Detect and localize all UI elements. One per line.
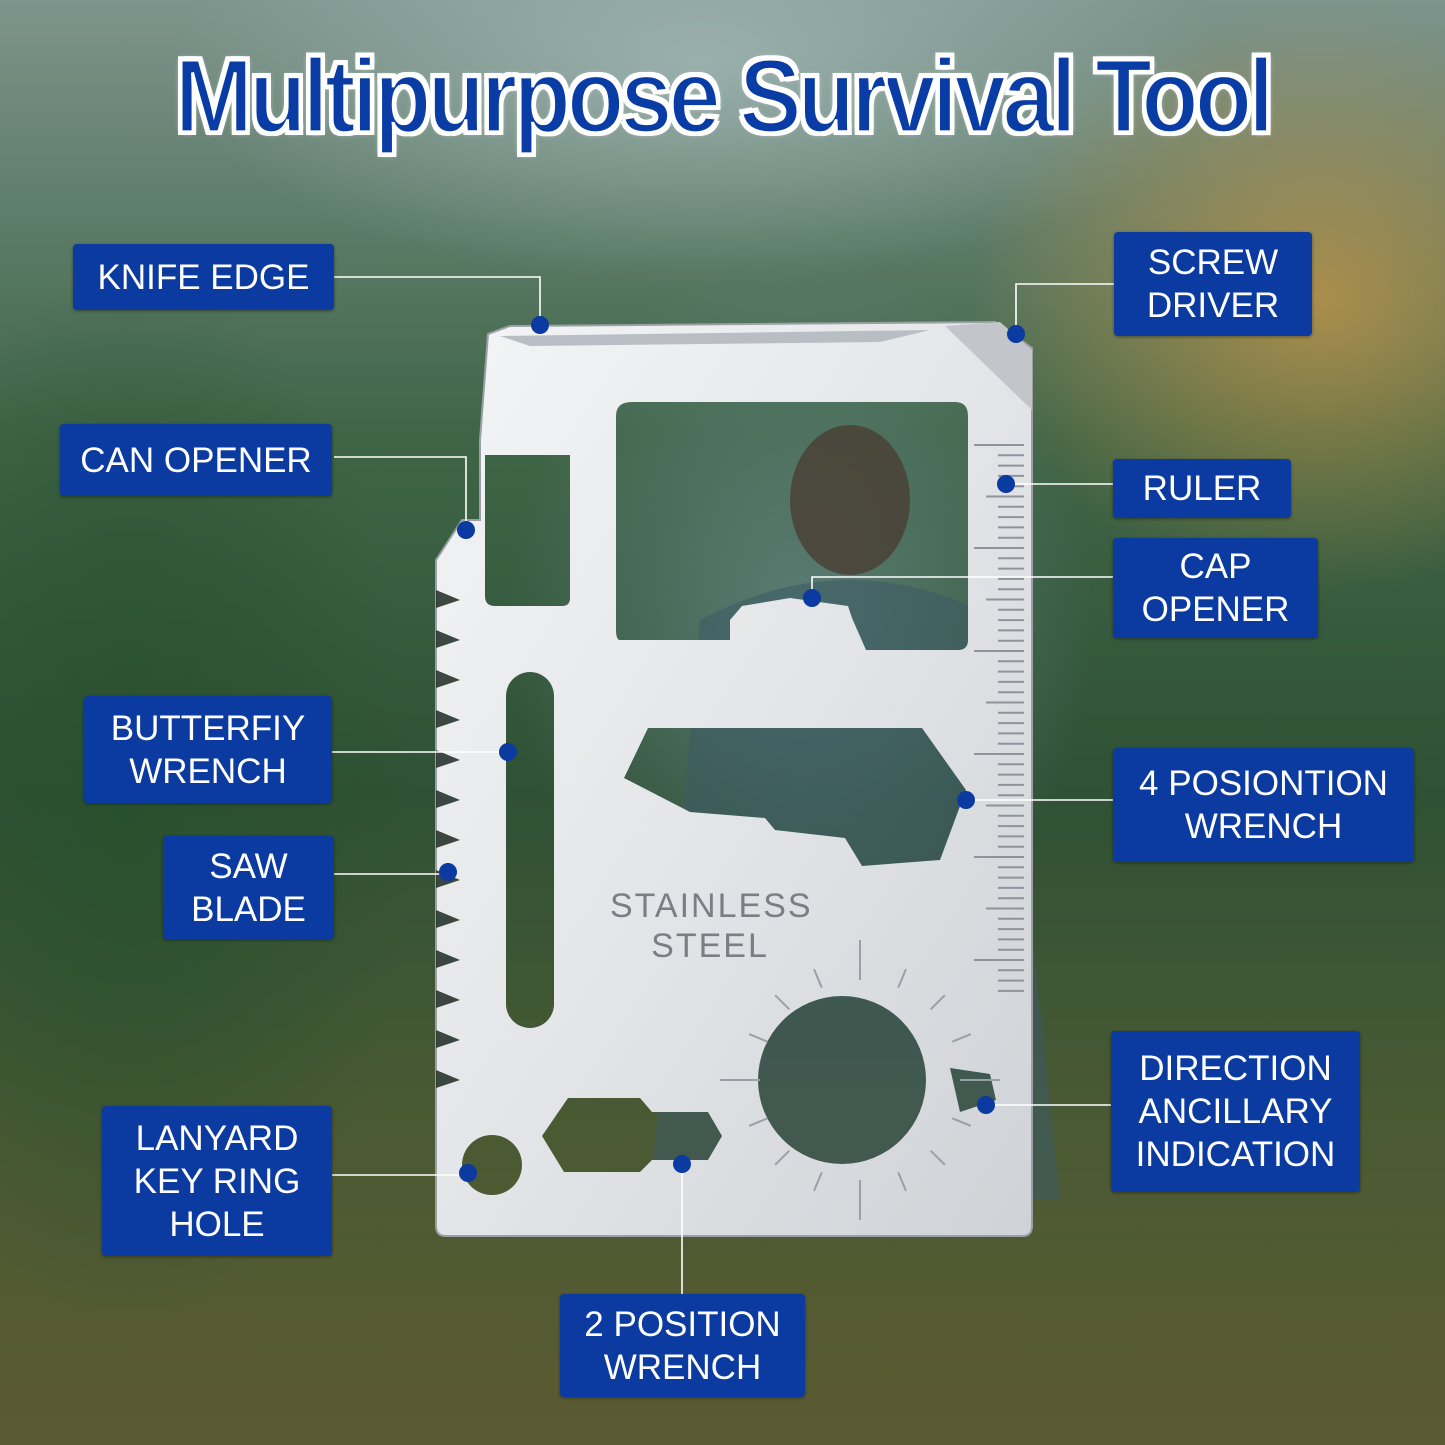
label-can-opener: CAN OPENER [60,424,332,496]
label-four-position-wrench: 4 POSIONTION WRENCH [1113,748,1414,862]
label-line: ANCILLARY [1138,1092,1333,1131]
leader-knife-edge [334,276,541,322]
compass-ray [748,1033,768,1043]
label-line: WRENCH [603,1347,762,1387]
label-line: SCREW [1147,243,1279,282]
label-saw-blade: SAW BLADE [163,836,334,939]
dot-butterfly-wrench [499,743,517,761]
compass-ray [952,1117,972,1127]
label-line: 2 POSITION [584,1304,781,1344]
compass-ray [930,1150,946,1166]
dot-screw-driver [1007,325,1025,343]
compass-ray [774,1150,790,1166]
compass-rays [720,940,1000,1220]
label-line: BLADE [191,889,306,929]
label-screw-driver: SCREW DRIVER [1114,232,1312,336]
label-line: KNIFE EDGE [97,257,310,297]
compass-ray [952,1033,972,1043]
compass-ray [748,1117,768,1127]
label-line: INDICATION [1135,1135,1336,1174]
ruler-ticks [974,444,1024,992]
label-line: CAN OPENER [80,440,312,480]
dot-lanyard-hole [459,1164,477,1182]
dot-saw-blade [439,863,457,881]
label-line: DIRECTION [1139,1049,1332,1088]
stamp-line-2: STEEL [651,927,769,965]
label-line: SAW [209,846,288,886]
label-line: BUTTERFIY [110,708,306,748]
label-line: 4 POSIONTION [1139,764,1388,803]
compass-ray [813,1172,823,1192]
dot-ruler [997,475,1015,493]
compass-ray [897,1172,907,1192]
label-line: RULER [1142,469,1262,508]
page-title: Multipurpose Survival Tool [173,35,1275,156]
label-direction-indication: DIRECTION ANCILLARY INDICATION [1111,1031,1360,1192]
label-two-position-wrench: 2 POSITION WRENCH [560,1294,805,1397]
label-line: WRENCH [129,751,287,791]
label-ruler: RULER [1113,459,1291,518]
leader-can-opener [334,456,467,528]
label-lanyard-hole: LANYARD KEY RING HOLE [102,1106,332,1256]
label-line: WRENCH [1184,807,1343,846]
compass-ray [774,994,790,1010]
stainless-steel-stamp: STAINLESS STEEL [610,886,813,966]
dot-cap-opener [803,589,821,607]
dot-can-opener [457,521,475,539]
dot-two-position-wrench [673,1155,691,1173]
label-line: HOLE [169,1204,265,1244]
dot-knife-edge [531,316,549,334]
label-line: LANYARD [135,1118,299,1158]
label-cap-opener: CAP OPENER [1113,538,1318,638]
label-line: KEY RING [133,1161,301,1201]
stamp-line-1: STAINLESS [610,887,813,925]
label-line: CAP [1179,547,1252,586]
leader-cap-opener [811,576,1113,598]
dot-direction-indication [977,1096,995,1114]
label-butterfly-wrench: BUTTERFIY WRENCH [84,696,332,803]
compass-ray [930,994,946,1010]
dot-four-position-wrench [957,791,975,809]
compass-ray [897,968,907,988]
leader-screw-driver [1015,283,1114,334]
label-line: DRIVER [1146,286,1280,325]
label-line: OPENER [1141,590,1290,629]
compass-ray [813,968,823,988]
label-knife-edge: KNIFE EDGE [73,244,334,310]
